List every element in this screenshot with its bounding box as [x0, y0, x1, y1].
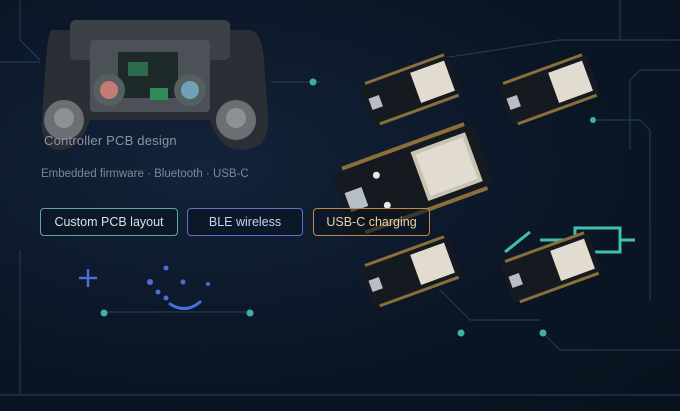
esp32-board-image-small: [360, 53, 602, 308]
hero-subtitle: Embedded firmware · Bluetooth · USB-C: [41, 168, 249, 180]
circuit-nodes: [100, 78, 596, 337]
plus-icon: [78, 268, 98, 288]
tag-usb-c-charging[interactable]: USB-C charging: [313, 208, 430, 236]
tag-ble-wireless[interactable]: BLE wireless: [187, 208, 303, 236]
circuit-traces: [0, 0, 680, 396]
gamepad-controller-image: [41, 20, 269, 150]
hero-title: Controller PCB design: [44, 133, 177, 148]
tag-custom-pcb-layout[interactable]: Custom PCB layout: [40, 208, 178, 236]
smile-icon: [147, 265, 210, 310]
